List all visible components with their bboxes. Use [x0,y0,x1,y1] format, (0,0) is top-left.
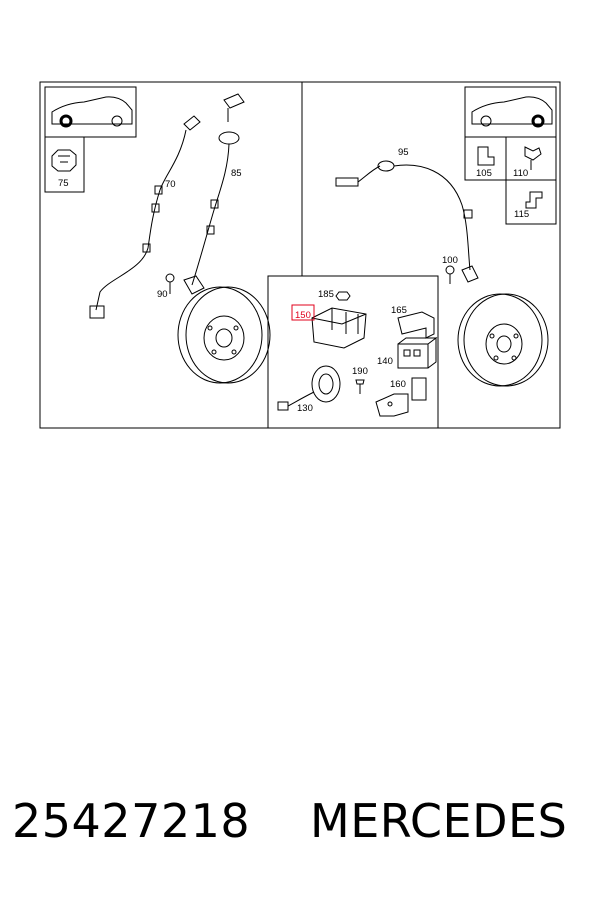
screw-190 [355,379,365,394]
callout-85: 85 [231,168,242,179]
callout-140: 140 [377,356,393,367]
callout-185: 185 [318,289,334,300]
callout-150-highlight [291,304,315,321]
callout-70: 70 [165,179,176,190]
callout-95: 95 [398,147,409,158]
front-sensor-cable [89,115,201,319]
inset-box [267,275,439,429]
sensor-bracket-150 [311,307,367,349]
part-115-box [505,179,557,225]
bolt-100 [445,265,455,284]
callout-165: 165 [391,305,407,316]
rear-sensor-cable [335,160,479,283]
part-number: 25427218 [12,794,251,848]
car-icon-front [44,86,137,138]
ring-sensor-130 [277,365,341,411]
callout-160: 160 [390,379,406,390]
bolt-90 [165,273,175,294]
callout-110: 110 [513,168,528,179]
callout-75: 75 [58,178,69,189]
part-75-box [44,136,85,193]
callout-150: 150 [295,310,311,321]
bracket-160 [375,377,427,417]
callout-90: 90 [157,289,168,300]
module-140 [397,337,438,369]
callout-115: 115 [514,209,529,220]
callout-130: 130 [297,403,313,414]
parts-diagram: 70 75 85 90 95 100 105 110 115 130 140 1… [39,81,561,429]
rear-brake-disc [457,293,549,387]
callout-100: 100 [442,255,458,266]
brand-name: MERCEDES [310,794,568,848]
front-brake-disc [177,286,271,384]
front-sensor-cable-2 [183,93,245,295]
callout-105: 105 [476,168,492,179]
cover-165 [397,311,435,339]
car-icon-rear [464,86,557,138]
callout-190: 190 [352,366,368,377]
nut-185 [335,291,351,301]
